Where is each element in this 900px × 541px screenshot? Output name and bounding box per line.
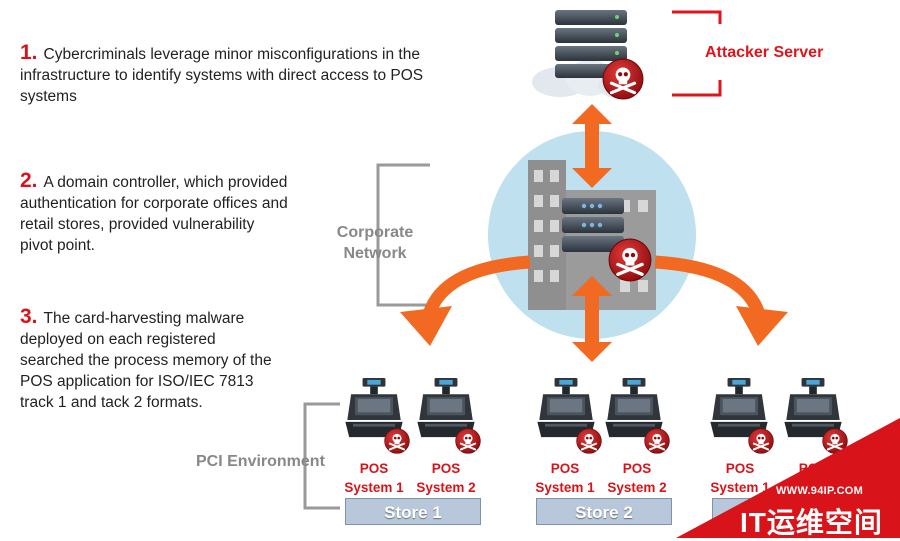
- arrow-to-store-1: [421, 255, 531, 320]
- store-2-bar: Store 2: [536, 498, 672, 525]
- pos-label-store1-sys1: POS System 1: [344, 461, 404, 495]
- arrow-to-store-3: [654, 255, 767, 320]
- attacker-server-label: Attacker Server: [705, 44, 824, 61]
- watermark-url: WWW.94IP.COM: [776, 485, 864, 497]
- store-1-bar: Store 1: [345, 498, 481, 525]
- step-2-number: 2.: [20, 169, 38, 192]
- pos-label-store3-sys1: POS System 1: [710, 461, 770, 495]
- pos-label-store2-sys1: POS System 1: [535, 461, 595, 495]
- step-3-text: The card-harvesting malware deployed on …: [20, 310, 272, 411]
- step-1-number: 1.: [20, 41, 38, 64]
- step-1-text: Cybercriminals leverage minor misconfigu…: [20, 46, 424, 105]
- step-1: 1.Cybercriminals leverage minor misconfi…: [20, 42, 450, 107]
- step-3: 3.The card-harvesting malware deployed o…: [20, 306, 280, 413]
- arrowhead-store-1: [400, 306, 452, 346]
- step-2: 2.A domain controller, which provided au…: [20, 170, 290, 256]
- pci-bracket: [303, 402, 340, 510]
- corporate-bracket: [376, 163, 430, 307]
- attack-arrows: [572, 104, 612, 362]
- domain-controller-icon: [562, 198, 624, 252]
- pci-environment-label: PCI Environment: [196, 453, 325, 470]
- pos-label-store1-sys2: POS System 2: [416, 461, 476, 495]
- watermark-brand: IT运维空间: [740, 507, 883, 538]
- pos-label-store2-sys2: POS System 2: [607, 461, 667, 495]
- attacker-bracket-top: [672, 10, 722, 24]
- corporate-network-label: Corporate Network: [336, 224, 414, 262]
- arrowhead-store-3: [736, 306, 788, 346]
- step-3-number: 3.: [20, 305, 38, 328]
- step-2-text: A domain controller, which provided auth…: [20, 174, 288, 254]
- attacker-bracket-bottom: [672, 80, 722, 97]
